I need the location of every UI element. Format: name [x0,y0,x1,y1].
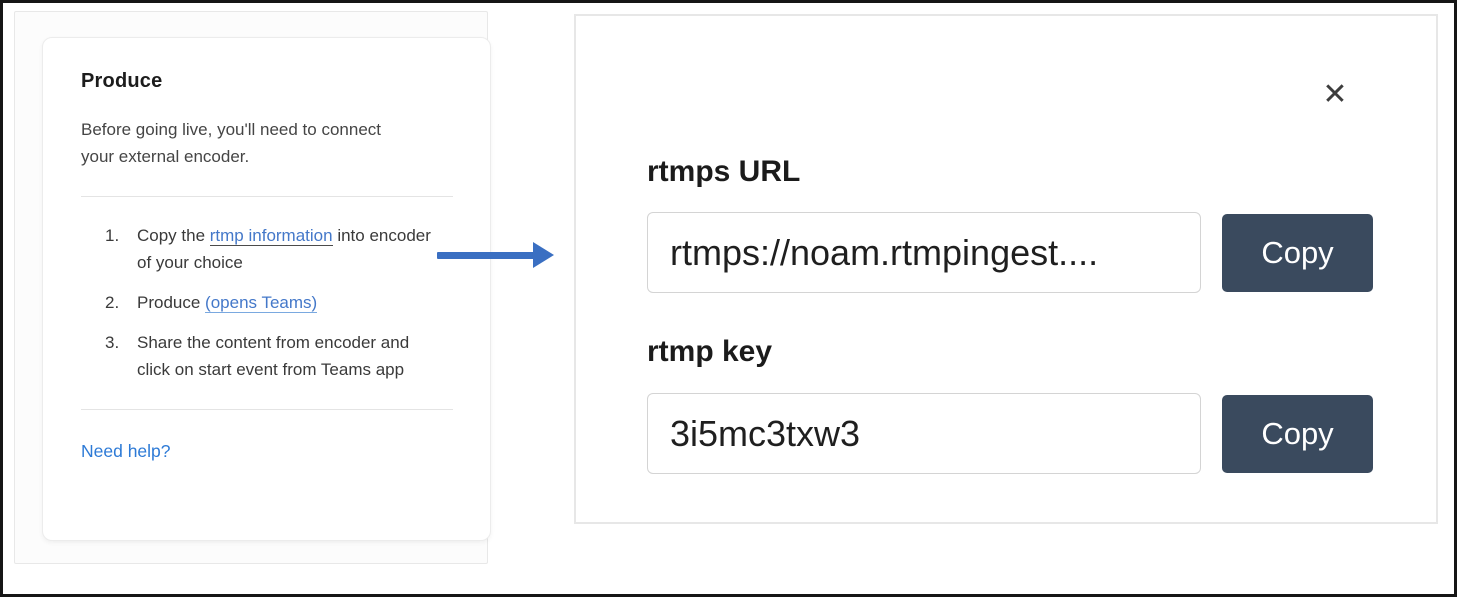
need-help-link[interactable]: Need help? [81,441,171,461]
divider-top [81,196,453,197]
rtmps-url-input[interactable] [647,212,1201,293]
rtmp-key-label: rtmp key [647,335,773,368]
produce-card: Produce Before going live, you'll need t… [42,37,491,541]
step-text: Copy the rtmp information into encoder o… [137,222,439,276]
card-intro: Before going live, you'll need to connec… [81,120,381,166]
step-text-pre: Produce [137,293,206,312]
step-text-pre: Copy the [137,226,210,245]
copy-url-button[interactable]: Copy [1222,214,1373,292]
opens-teams-link[interactable]: (opens Teams) [205,293,318,313]
rtmps-url-label: rtmps URL [647,155,801,188]
copy-key-button[interactable]: Copy [1222,395,1373,473]
card-title: Produce [81,70,163,92]
step-text: Share the content from encoder and click… [137,333,410,379]
arrow-right-icon [437,239,557,271]
arrow-line [437,252,534,259]
list-item-step-3: 3. Share the content from encoder and cl… [81,329,460,383]
rtmp-information-link[interactable]: rtmp information [209,226,333,246]
step-number: 2. [105,293,120,312]
arrow-head [533,242,554,268]
step-text: Produce (opens Teams) [137,289,439,316]
step-text-post: into encoder of your choice [137,226,431,272]
rtmp-key-input[interactable] [647,393,1201,474]
list-item-step-1: 1. Copy the rtmp information into encode… [81,222,460,276]
step-number: 1. [105,226,120,245]
divider-bottom [81,409,453,410]
rtmp-details-dialog: ✕ rtmps URL Copy rtmp key Copy [574,14,1438,524]
list-item-step-2: 2. Produce (opens Teams) [81,289,460,316]
produce-panel: Produce Before going live, you'll need t… [14,11,491,564]
steps-list: 1. Copy the rtmp information into encode… [81,222,460,383]
step-number: 3. [105,333,120,352]
close-icon[interactable]: ✕ [1314,74,1356,116]
